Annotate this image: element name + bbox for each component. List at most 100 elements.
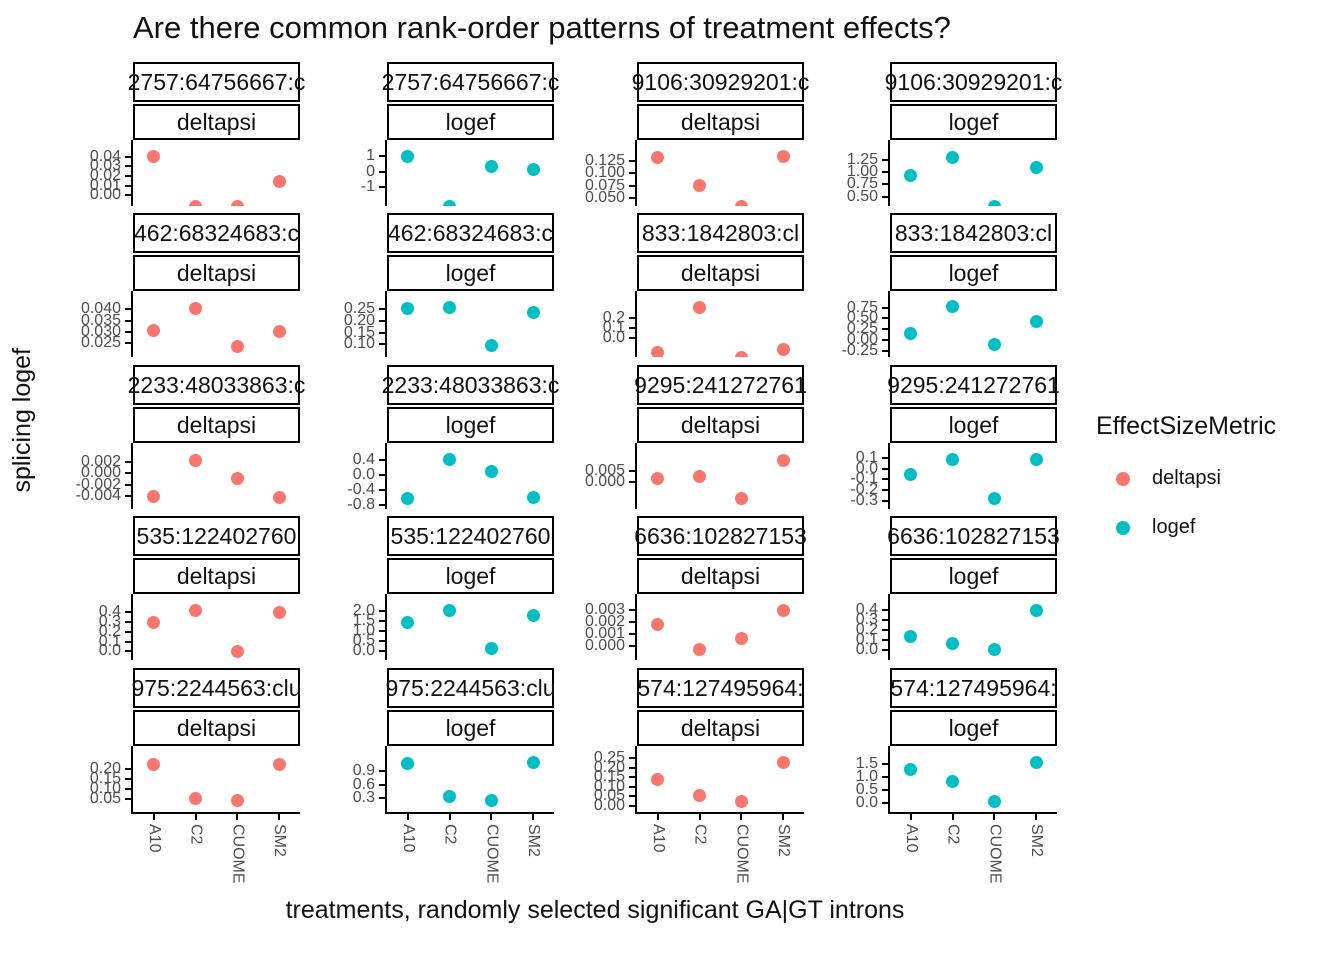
y-tick-mark [125, 308, 131, 311]
facet-strip-intron: 9295:241272761 [881, 365, 1066, 405]
facet-strip-metric: logef [890, 710, 1057, 746]
facet-strip-metric-label: logef [445, 411, 496, 438]
facet-strip-intron-label: 2233:48033863:c [127, 371, 306, 398]
data-point [1029, 160, 1043, 174]
facet-strip-intron-box [387, 365, 554, 405]
facet-panel [890, 291, 1057, 357]
y-tick-label: 1.25 [846, 150, 878, 168]
y-tick-mark [379, 619, 385, 622]
y-tick-mark [629, 795, 635, 798]
y-tick-label: 0.050 [584, 189, 625, 207]
y-tick-mark [379, 609, 385, 612]
y-tick-label: 0.50 [846, 309, 878, 327]
data-point [651, 345, 665, 357]
data-point [1029, 452, 1043, 466]
facet-strip-metric: logef [890, 255, 1057, 291]
y-tick-mark [379, 320, 385, 323]
facet-strip-metric-label: deltapsi [680, 108, 761, 135]
y-tick-label: 0.4 [352, 450, 375, 468]
y-tick-mark [125, 460, 131, 463]
y-tick-mark [125, 768, 131, 771]
facet-strip-intron-label: 2757:64756667:c [127, 68, 306, 95]
data-point [1029, 756, 1043, 770]
facet-strip-metric: deltapsi [637, 558, 804, 594]
facet-strip-metric-box [637, 255, 804, 291]
facet-strip-intron: 975:2244563:clu [124, 668, 309, 708]
data-point [734, 350, 748, 357]
data-point [904, 467, 918, 481]
data-point [272, 175, 286, 189]
facet-panel [387, 140, 554, 206]
x-tick-mark [532, 814, 535, 820]
facet-strip-metric-label: deltapsi [176, 411, 257, 438]
legend-label-deltapsi: deltapsi [1152, 467, 1221, 489]
y-tick-label: 0.0 [855, 794, 878, 812]
y-tick-label: 0.040 [80, 300, 121, 318]
facet-strip-intron-label: 574:127495964: [890, 674, 1057, 701]
y-tick-label: 0.3 [98, 613, 121, 631]
facet-strip-metric: deltapsi [637, 407, 804, 443]
y-tick-label: 0.4 [98, 603, 121, 621]
data-point [904, 327, 918, 341]
facet-strip-metric-label: deltapsi [176, 714, 257, 741]
y-tick-label: -0.2 [850, 480, 878, 498]
y-axis-line [888, 746, 890, 812]
x-tick-label: A10 [145, 824, 163, 853]
y-tick-mark [125, 319, 131, 322]
y-tick-label: 0.1 [602, 318, 625, 336]
y-tick-label: 0.025 [80, 334, 121, 352]
y-tick-mark [882, 789, 888, 792]
y-tick-label: 0.20 [343, 312, 375, 330]
y-tick-label: 0.10 [89, 780, 121, 798]
facet-strip-intron: 2233:48033863:c [378, 365, 563, 405]
y-tick-label: 0.2 [855, 620, 878, 638]
legend-item-logef: logef [1116, 516, 1276, 539]
y-tick-label: 0.0 [98, 642, 121, 660]
y-tick-mark [629, 317, 635, 320]
y-tick-mark [379, 155, 385, 158]
facet-strip-intron-box [637, 516, 804, 556]
y-tick-mark [882, 628, 888, 631]
y-tick-mark [629, 776, 635, 779]
y-tick-label: 0.000 [584, 636, 625, 654]
data-point [904, 762, 918, 776]
y-tick-label: 0.15 [89, 770, 121, 788]
y-tick-label: 0.1 [98, 632, 121, 650]
x-tick-mark [406, 814, 409, 820]
facet-strip-metric-label: deltapsi [680, 411, 761, 438]
facet-panel [890, 443, 1057, 509]
data-point [189, 454, 203, 468]
y-tick-mark [379, 503, 385, 506]
facet-strip-intron-box [387, 213, 554, 253]
y-axis-line [888, 594, 890, 660]
y-tick-label: 2.0 [352, 601, 375, 619]
y-tick-label: -0.1 [850, 470, 878, 488]
legend-key-deltapsi-icon [1116, 471, 1130, 486]
y-tick-label: 0.002 [584, 612, 625, 630]
data-point [401, 615, 415, 629]
facet-strip-intron-box [133, 62, 300, 102]
facet-strip-intron-box [637, 62, 804, 102]
data-point [946, 637, 960, 650]
data-point [401, 301, 415, 315]
facet-strip-metric-box [387, 104, 554, 140]
y-tick-mark [125, 788, 131, 791]
facet-strip-intron-label: 833:1842803:cl [641, 219, 800, 246]
facet-strip-intron: 462:68324683:c [378, 213, 563, 253]
y-axis-line [385, 594, 387, 660]
data-point [651, 772, 665, 786]
y-tick-label: 0.10 [593, 777, 625, 795]
facet-strip-metric-box [133, 558, 300, 594]
y-tick-mark [125, 640, 131, 643]
y-tick-label: 0.030 [80, 322, 121, 340]
facet-strip-metric-label: logef [948, 411, 999, 438]
data-point [147, 490, 161, 504]
facet-panel [387, 746, 554, 812]
data-point [230, 199, 244, 206]
legend-key-logef-icon [1116, 520, 1130, 535]
facet-strip-intron-box [133, 213, 300, 253]
data-point [401, 492, 415, 505]
y-tick-label: 0.075 [584, 176, 625, 194]
data-point [484, 159, 498, 173]
facet-strip-metric-box [133, 407, 300, 443]
